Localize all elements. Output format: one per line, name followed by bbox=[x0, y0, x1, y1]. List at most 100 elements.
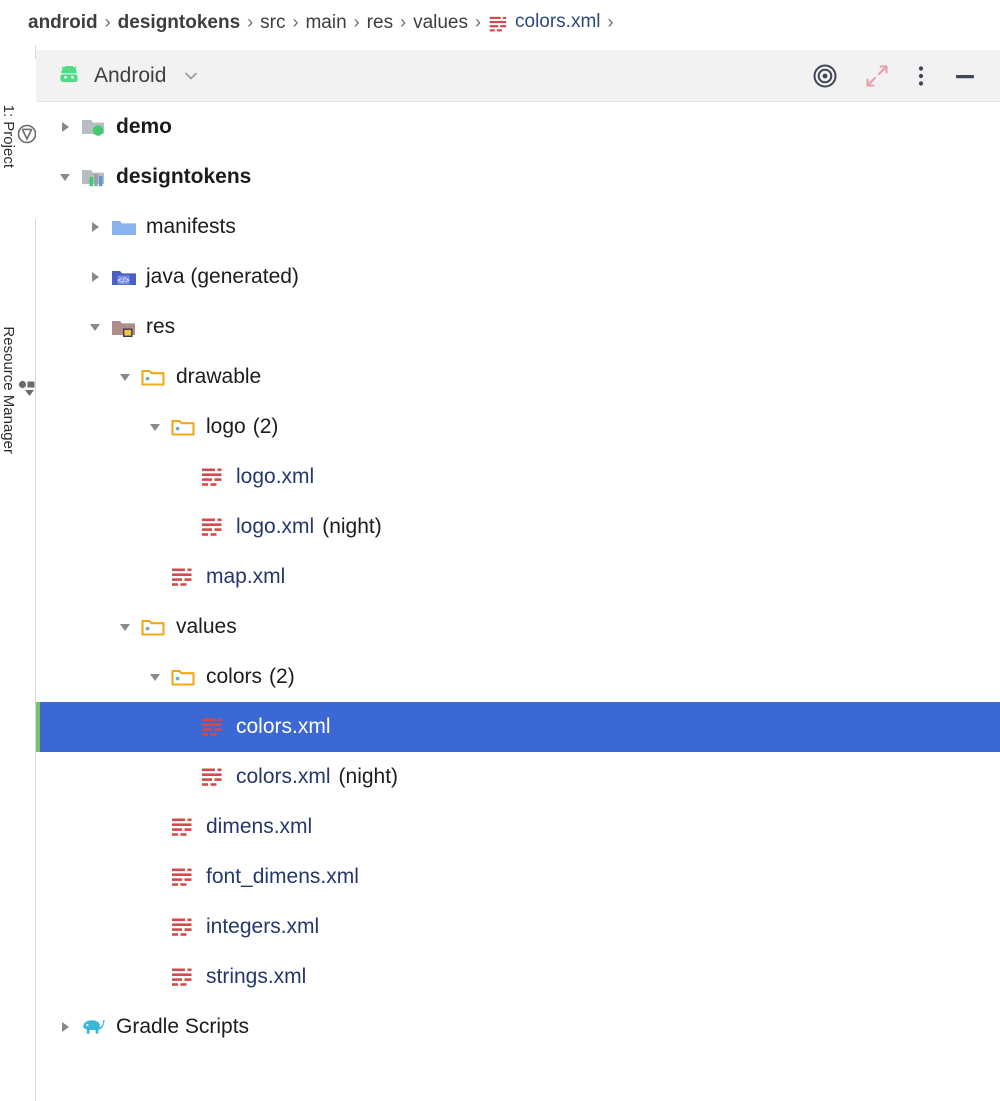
chevron-right-icon[interactable] bbox=[52, 1019, 78, 1035]
breadcrumb-separator: › bbox=[400, 12, 407, 32]
tree-row[interactable]: Gradle Scripts bbox=[36, 1002, 1000, 1052]
xml-file-icon bbox=[168, 914, 198, 940]
tree-row-qualifier: (night) bbox=[338, 765, 399, 788]
tree-row[interactable]: demo bbox=[36, 102, 1000, 152]
tree-row-label: designtokens bbox=[116, 165, 252, 188]
tree-row-label: dimens.xml bbox=[206, 815, 313, 838]
chevron-right-icon[interactable] bbox=[52, 119, 78, 135]
tree-row-label: Gradle Scripts bbox=[116, 1015, 250, 1038]
breadcrumb-item-colors-xml[interactable]: colors.xml bbox=[488, 11, 601, 33]
tree-row[interactable]: logo.xml bbox=[36, 452, 1000, 502]
xml-file-icon bbox=[198, 764, 228, 790]
breadcrumb-separator: › bbox=[475, 12, 481, 32]
xml-file-icon bbox=[198, 464, 228, 490]
tree-row[interactable]: manifests bbox=[36, 202, 1000, 252]
tree-row[interactable]: map.xml bbox=[36, 552, 1000, 602]
chevron-down-icon[interactable] bbox=[112, 619, 138, 635]
tree-row-label: colors.xml bbox=[236, 715, 331, 738]
more-vertical-icon[interactable] bbox=[916, 63, 926, 89]
tree-row-label: values bbox=[176, 615, 237, 638]
breadcrumb-item-res[interactable]: res bbox=[367, 12, 393, 34]
breadcrumb-item-label: android bbox=[28, 11, 98, 33]
breadcrumb: android › designtokens › src › main › res › values… bbox=[0, 0, 1000, 45]
tree-row-label: java (generated) bbox=[146, 265, 299, 288]
tree-row-count: (2) bbox=[269, 665, 295, 688]
tree-row-label: strings.xml bbox=[206, 965, 307, 988]
tree-row[interactable]: logo (2) bbox=[36, 402, 1000, 452]
breadcrumb-item-label: main bbox=[305, 11, 347, 33]
tree-row[interactable]: dimens.xml bbox=[36, 802, 1000, 852]
tree-row-label: manifests bbox=[146, 215, 236, 238]
folder-yellow-icon bbox=[138, 614, 168, 640]
tree-row[interactable]: integers.xml bbox=[36, 902, 1000, 952]
folder-res-icon bbox=[108, 314, 138, 340]
project-structure-icon bbox=[17, 121, 37, 145]
folder-java-icon: </> bbox=[108, 264, 138, 290]
breadcrumb-item-src[interactable]: src bbox=[260, 12, 285, 34]
sidebar-tab-project[interactable]: 1: Project bbox=[0, 59, 37, 219]
tree-row[interactable]: drawable bbox=[36, 352, 1000, 402]
breadcrumb-separator: › bbox=[292, 12, 299, 32]
minimize-icon[interactable] bbox=[952, 63, 978, 89]
tree-row[interactable]: font_dimens.xml bbox=[36, 852, 1000, 902]
xml-file-icon bbox=[168, 864, 198, 890]
tree-row[interactable]: strings.xml bbox=[36, 952, 1000, 1002]
chevron-down-icon[interactable] bbox=[82, 319, 108, 335]
folder-yellow-icon bbox=[138, 364, 168, 390]
tree-row-label: colors bbox=[206, 665, 263, 688]
tree-row[interactable]: res bbox=[36, 302, 1000, 352]
collapse-all-icon[interactable] bbox=[864, 63, 890, 89]
chevron-down-icon[interactable] bbox=[182, 67, 200, 85]
tree-row-label: map.xml bbox=[206, 565, 286, 588]
breadcrumb-item-label: colors.xml bbox=[515, 11, 601, 33]
chevron-right-icon[interactable] bbox=[82, 269, 108, 285]
tree-row-count: (2) bbox=[252, 415, 279, 438]
chevron-down-icon[interactable] bbox=[112, 369, 138, 385]
selection-stripe bbox=[36, 702, 40, 752]
target-icon[interactable] bbox=[812, 63, 838, 89]
folder-yellow-icon bbox=[168, 664, 198, 690]
sidebar-tab-resource-manager[interactable]: Resource Manager bbox=[0, 280, 36, 500]
breadcrumb-item-label: designtokens bbox=[117, 11, 241, 33]
breadcrumb-item-label: res bbox=[366, 11, 394, 33]
tree-row[interactable]: colors.xml (night) bbox=[36, 752, 1000, 802]
chevron-down-icon[interactable] bbox=[142, 669, 168, 685]
breadcrumb-item-android[interactable]: android bbox=[28, 12, 98, 34]
project-tree[interactable]: demo designtokens manifests </> java (genera… bbox=[36, 102, 1000, 1101]
tree-row-label: demo bbox=[116, 115, 173, 138]
tree-row[interactable]: colors.xml bbox=[36, 702, 1000, 752]
chevron-down-icon[interactable] bbox=[52, 169, 78, 185]
xml-file-icon bbox=[198, 514, 228, 540]
xml-file-icon bbox=[488, 13, 510, 35]
breadcrumb-item-values[interactable]: values bbox=[413, 12, 468, 34]
module-library-icon bbox=[78, 164, 108, 190]
tree-row[interactable]: values bbox=[36, 602, 1000, 652]
tree-row-label: integers.xml bbox=[206, 915, 320, 938]
folder-blue-icon bbox=[108, 214, 138, 240]
tree-row-qualifier: (night) bbox=[322, 515, 382, 538]
chevron-down-icon[interactable] bbox=[142, 419, 168, 435]
tree-row[interactable]: </> java (generated) bbox=[36, 252, 1000, 302]
panel-title: Android bbox=[94, 63, 167, 87]
tree-row-label: logo.xml bbox=[236, 515, 315, 538]
breadcrumb-item-designtokens[interactable]: designtokens bbox=[118, 12, 240, 34]
tree-row[interactable]: colors (2) bbox=[36, 652, 1000, 702]
breadcrumb-separator: › bbox=[353, 12, 360, 32]
xml-file-icon bbox=[168, 814, 198, 840]
tree-row-label: colors.xml bbox=[236, 765, 331, 788]
breadcrumb-separator: › bbox=[607, 12, 614, 32]
folder-yellow-icon bbox=[168, 414, 198, 440]
tree-row-label: logo bbox=[206, 415, 246, 438]
resource-shapes-icon bbox=[17, 374, 37, 398]
xml-file-icon bbox=[168, 564, 198, 590]
chevron-right-icon[interactable] bbox=[82, 219, 108, 235]
android-robot-icon bbox=[56, 65, 82, 86]
sidebar-tab-resource-manager-label: Resource Manager bbox=[0, 326, 17, 454]
tree-row-label: logo.xml bbox=[236, 465, 315, 488]
breadcrumb-separator: › bbox=[247, 12, 254, 32]
breadcrumb-item-main[interactable]: main bbox=[305, 12, 346, 34]
panel-header: Android bbox=[36, 50, 1000, 102]
sidebar-tab-project-label: 1: Project bbox=[0, 104, 17, 169]
tree-row[interactable]: logo.xml (night) bbox=[36, 502, 1000, 552]
tree-row[interactable]: designtokens bbox=[36, 152, 1000, 202]
